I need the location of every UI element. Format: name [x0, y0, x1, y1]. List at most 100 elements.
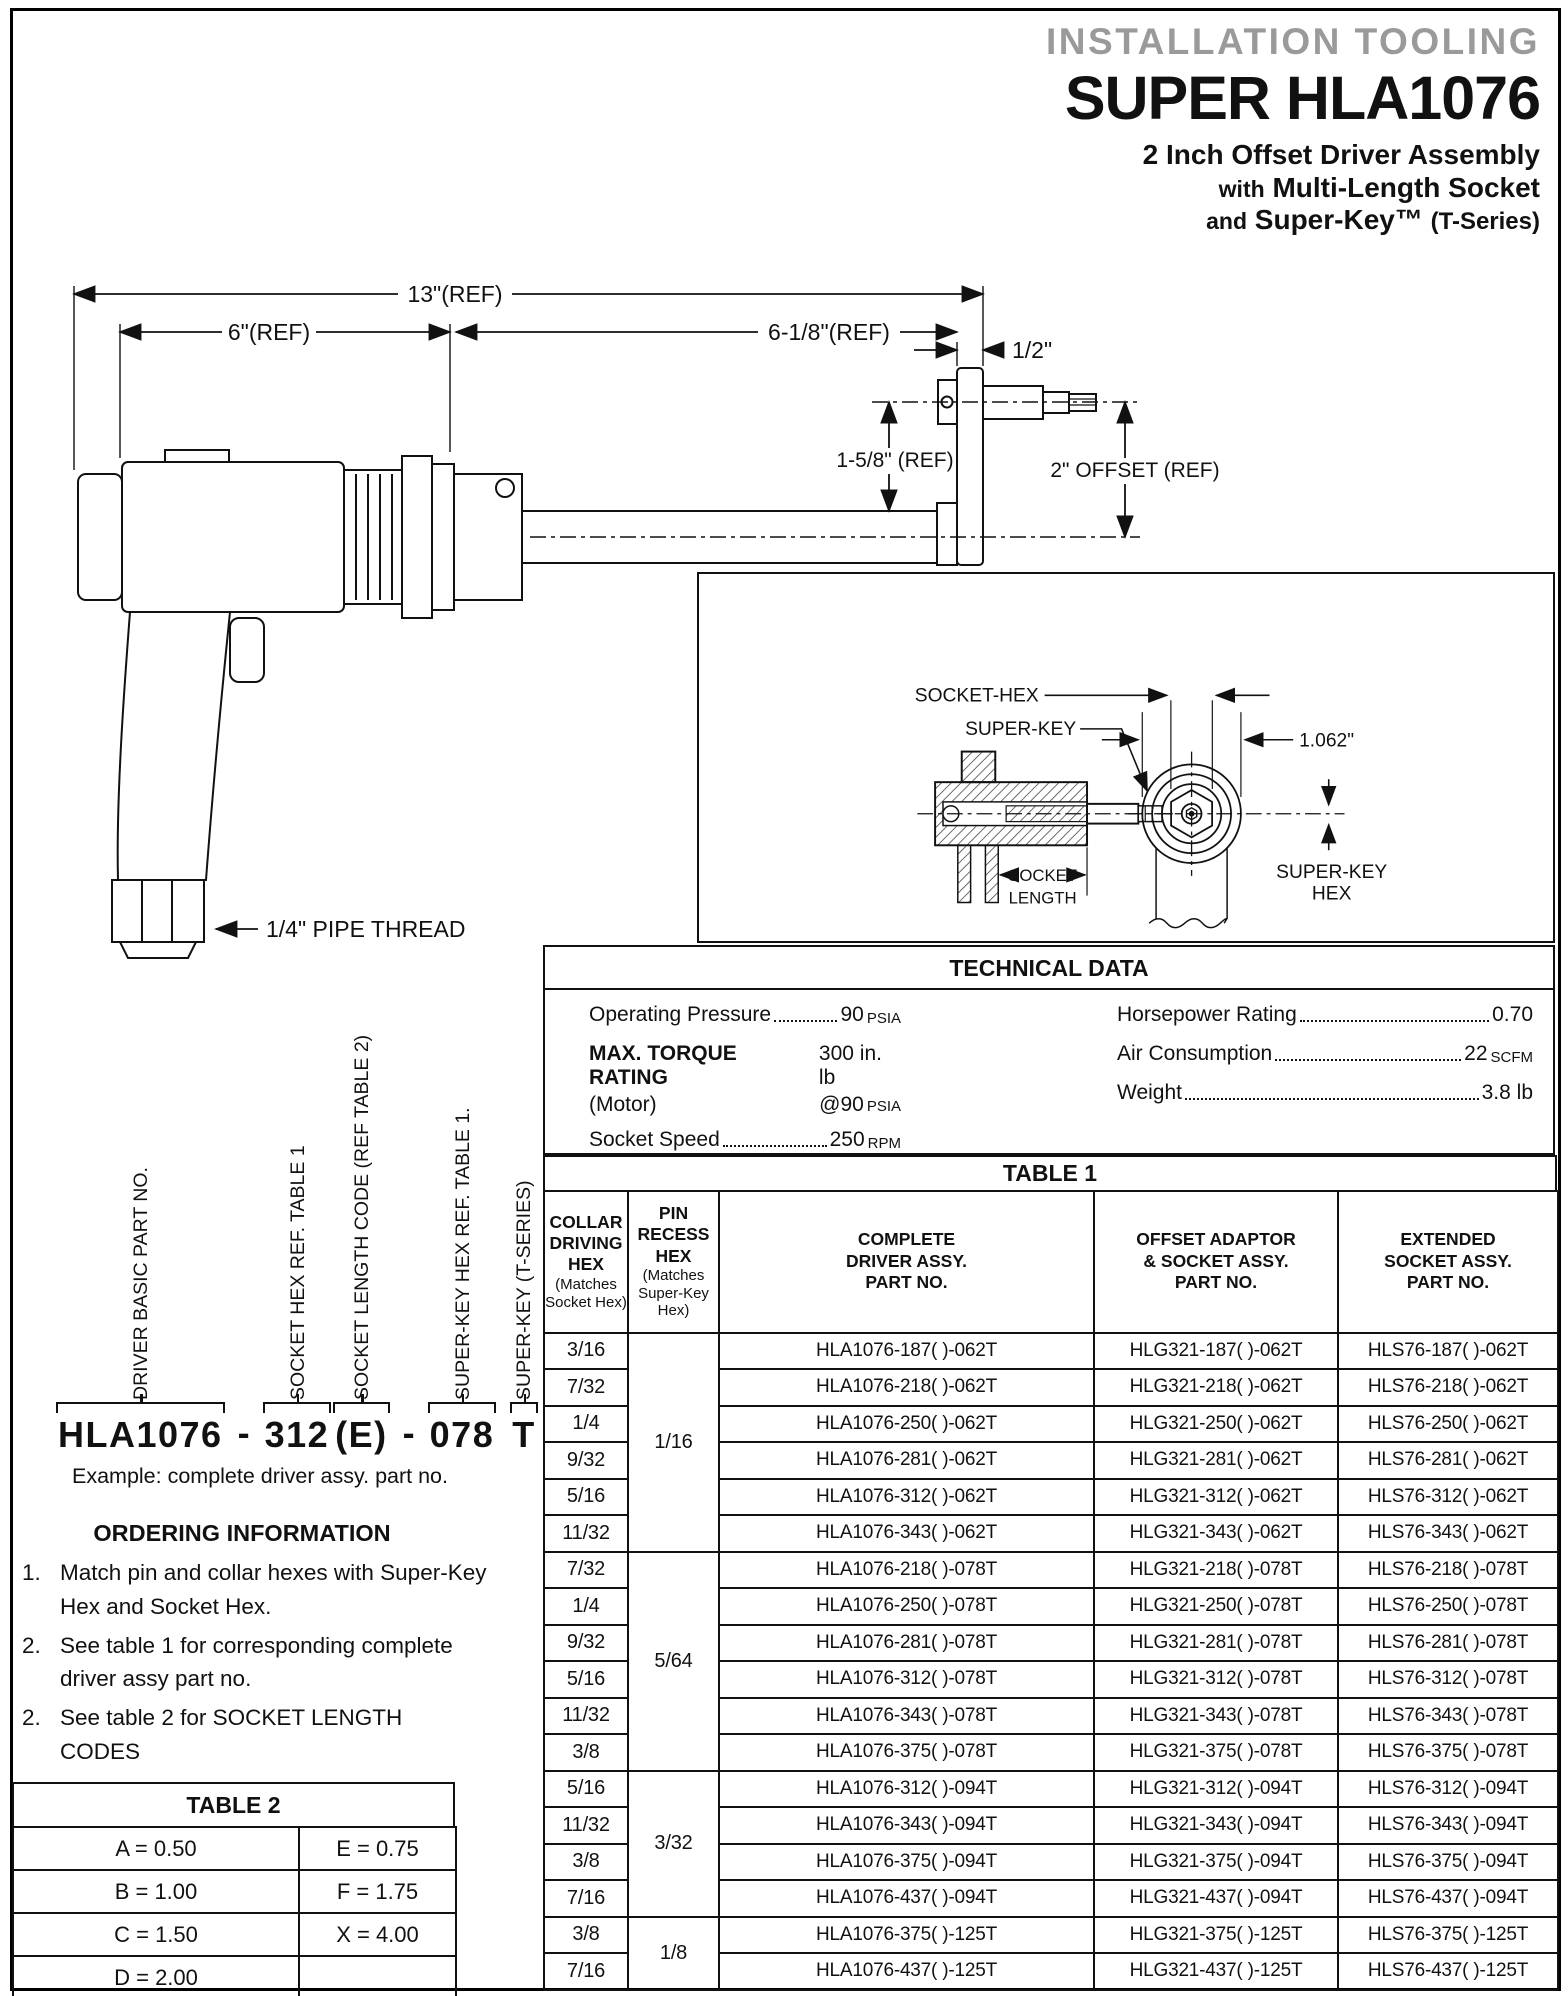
- inset-centerlines: [1127, 751, 1345, 876]
- collar-hex-cell: 3/16: [543, 1331, 629, 1370]
- extended-socket-part-cell: HLS76-312( )-078T: [1337, 1660, 1559, 1699]
- table1-header-line: COMPLETE: [857, 1229, 956, 1250]
- super-key-label: SUPER-KEY: [965, 719, 1076, 740]
- segment-bracket: [262, 1394, 332, 1413]
- table1-header-line: & SOCKET ASSY.: [1143, 1250, 1289, 1271]
- tech-data-unit: RPM: [867, 1135, 901, 1152]
- table1-header-cell: OFFSET ADAPTOR& SOCKET ASSY.PART NO.: [1093, 1189, 1339, 1334]
- collar-hex-cell: 3/8: [543, 1733, 629, 1772]
- driver-assy-part-cell: HLA1076-250( )-078T: [718, 1587, 1095, 1626]
- driver-assy-part-cell: HLA1076-343( )-062T: [718, 1514, 1095, 1553]
- kicker-title: INSTALLATION TOOLING: [1046, 21, 1540, 62]
- tech-data-value: 300 in. lb: [818, 1042, 882, 1089]
- tech-data-value: 250: [829, 1128, 865, 1151]
- socket-length-code-cell: A = 0.50: [12, 1826, 300, 1871]
- pin-recess-hex-cell: 3/32: [627, 1769, 720, 1918]
- socket-length-label-1: SOCKET: [1008, 866, 1077, 885]
- segment-text: 312: [264, 1414, 330, 1455]
- inset-labels: SOCKET-HEX SUPER-KEY 1.062" SOCKET LENGT…: [915, 685, 1388, 907]
- tech-data-sublabel: (Motor): [589, 1093, 657, 1116]
- part-number-separator: -: [237, 1411, 250, 1453]
- offset-adaptor-part-cell: HLG321-281( )-062T: [1093, 1441, 1339, 1480]
- offset-adaptor-part-cell: HLG321-218( )-078T: [1093, 1550, 1339, 1589]
- header: INSTALLATION TOOLING SUPER HLA1076 2 Inc…: [1046, 21, 1541, 236]
- socket-length-label-2: LENGTH: [1009, 888, 1077, 907]
- offset-adaptor-part-cell: HLG321-312( )-078T: [1093, 1660, 1339, 1699]
- table2-title: TABLE 2: [12, 1782, 455, 1826]
- dim-6-18-label: 6-1/8"(REF): [768, 319, 890, 345]
- page-title: SUPER HLA1076: [1064, 63, 1541, 132]
- driver-assy-part-cell: HLA1076-437( )-094T: [718, 1879, 1095, 1918]
- driver-assy-part-cell: HLA1076-312( )-094T: [718, 1769, 1095, 1808]
- table1-header-note: Socket Hex): [545, 1293, 627, 1311]
- tech-data-value: 0.70: [1492, 1003, 1533, 1026]
- socket-length-code-cell: E = 0.75: [298, 1826, 457, 1871]
- driver-assy-part-cell: HLA1076-375( )-125T: [718, 1915, 1095, 1954]
- socket-hex-label: SOCKET-HEX: [915, 685, 1039, 706]
- diameter-label: 1.062": [1299, 731, 1354, 752]
- extended-socket-part-cell: HLS76-375( )-094T: [1337, 1842, 1559, 1881]
- socket-length-code-cell: [298, 1955, 457, 1996]
- part-number-field-label: SOCKET LENGTH CODE (REF TABLE 2): [350, 1034, 373, 1400]
- collar-hex-cell: 7/32: [543, 1550, 629, 1589]
- driver-assy-part-cell: HLA1076-312( )-078T: [718, 1660, 1095, 1699]
- subtitle-3-small: and: [1206, 208, 1248, 235]
- dotted-leader: [1299, 1020, 1490, 1022]
- offset-adaptor-part-cell: HLG321-437( )-125T: [1093, 1952, 1339, 1991]
- ordering-item-text: See table 2 for SOCKET LENGTH CODES: [60, 1705, 403, 1764]
- collar-hex-cell: 11/32: [543, 1696, 629, 1735]
- tech-data-label: Air Consumption: [1117, 1042, 1273, 1065]
- driver-assy-part-cell: HLA1076-375( )-078T: [718, 1733, 1095, 1772]
- collar-hex-cell: 3/8: [543, 1842, 629, 1881]
- ordering-info-title: ORDERING INFORMATION: [93, 1520, 391, 1546]
- driver-assy-part-cell: HLA1076-281( )-062T: [718, 1441, 1095, 1480]
- table1-header-line: SOCKET ASSY.: [1384, 1250, 1512, 1271]
- tech-data-unit: PSIA: [866, 1010, 901, 1027]
- tech-data-value: 22: [1464, 1042, 1488, 1065]
- part-number-segment: 312: [262, 1394, 333, 1455]
- driver-assy-part-cell: HLA1076-281( )-078T: [718, 1623, 1095, 1662]
- collar-hex-cell: 1/4: [543, 1587, 629, 1626]
- dotted-leader: [1184, 1098, 1479, 1100]
- subtitle-2-small: with: [1218, 175, 1265, 202]
- label-mask: [1044, 458, 1226, 484]
- pin-recess-hex-cell: 5/64: [627, 1550, 720, 1772]
- table1-header-line: OFFSET ADAPTOR: [1136, 1229, 1296, 1250]
- extension-lines: [73, 286, 984, 470]
- ordering-item-number: 2.: [22, 1632, 41, 1658]
- extended-socket-part-cell: HLS76-281( )-078T: [1337, 1623, 1559, 1662]
- socket-length-code-cell: B = 1.00: [12, 1869, 300, 1914]
- table1-header-note: Super-Key Hex): [638, 1284, 709, 1320]
- part-number-segment: T: [509, 1394, 539, 1454]
- segment-bracket: [510, 1394, 538, 1413]
- table1-header-line: PART NO.: [865, 1272, 948, 1293]
- table1-title: TABLE 1: [543, 1155, 1557, 1192]
- subtitle-2: with Multi-Length Socket: [1046, 172, 1540, 204]
- offset-adaptor-part-cell: HLG321-281( )-078T: [1093, 1623, 1339, 1662]
- ordering-item-text: See table 1 for corresponding complete d…: [60, 1632, 453, 1692]
- table1-header-line: PART NO.: [1406, 1272, 1490, 1293]
- extended-socket-part-cell: HLS76-437( )-125T: [1337, 1952, 1559, 1991]
- ordering-item-number: 2.: [22, 1705, 41, 1730]
- segment-bracket: [56, 1394, 225, 1413]
- socket-length-code-cell: F = 1.75: [298, 1869, 457, 1914]
